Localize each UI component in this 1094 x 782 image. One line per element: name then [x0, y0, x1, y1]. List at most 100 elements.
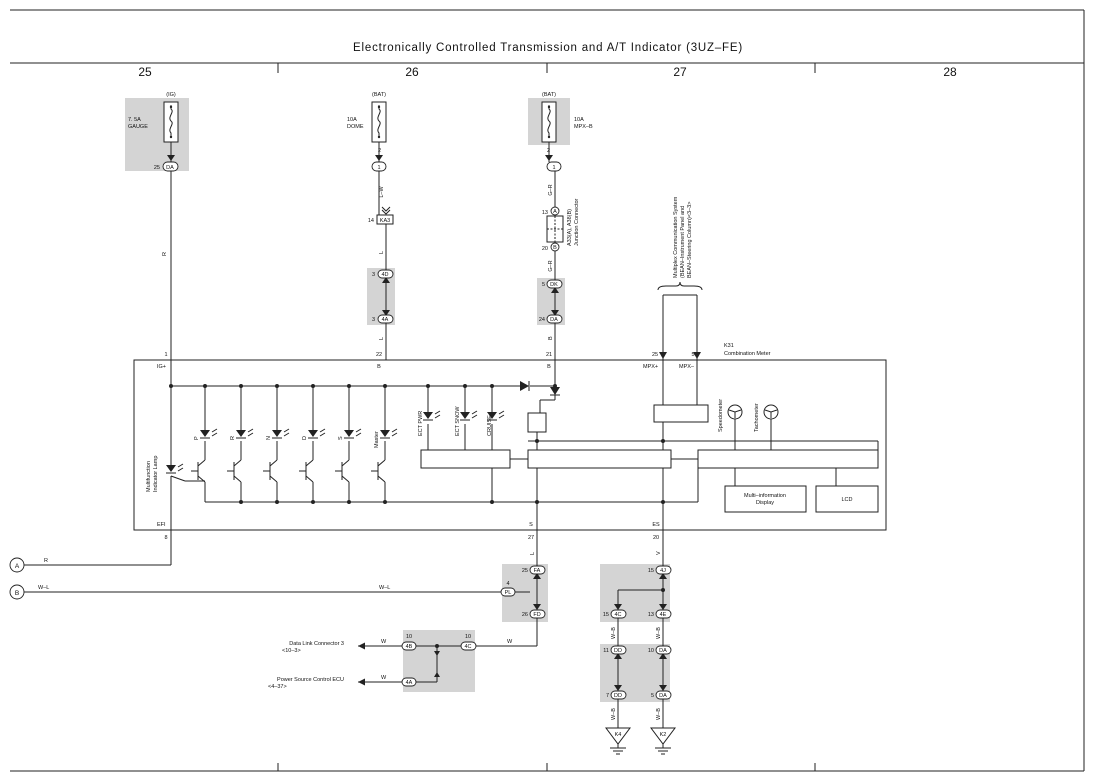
connector-code: 4J	[660, 568, 666, 574]
connector-code: A	[553, 209, 557, 215]
wire-color-label: W–L	[379, 585, 390, 591]
connector-code: DA	[550, 317, 558, 323]
lcd-display	[815, 485, 879, 513]
meter-block	[697, 449, 879, 469]
pin-number: 14	[368, 218, 374, 224]
connector-code: 4A	[382, 317, 389, 323]
terminal-label: MPX–	[679, 364, 695, 370]
pin-number: 24	[539, 317, 545, 323]
fuse-rating: 7. 5A	[128, 117, 141, 123]
indicator-label: S	[338, 436, 344, 440]
meter-internal-wiring	[170, 360, 879, 530]
pin-number: 21	[546, 352, 552, 358]
connector-code: DA	[166, 165, 174, 171]
connector-code: KA3	[380, 218, 390, 224]
connector-code: 4A	[406, 680, 413, 686]
transistor-icon	[371, 459, 386, 502]
indicator-label: Multifunction	[146, 461, 152, 492]
connector-code: 4C	[464, 644, 471, 650]
pin-number: 13	[542, 210, 548, 216]
wire-color-label: W	[381, 675, 387, 681]
wire-color-label: G–R	[548, 260, 554, 271]
pin-number: 15	[648, 568, 654, 574]
wire-color-label: R	[162, 252, 168, 256]
wire-color-label: G–R	[548, 184, 554, 195]
diagram-title: Electronically Controlled Transmission a…	[353, 42, 743, 54]
indicator-label: Speedometer	[718, 399, 724, 432]
wire-color-label: R	[44, 558, 48, 564]
diode-icon	[550, 387, 560, 396]
led-icon	[200, 428, 218, 439]
ground-label: K2	[660, 732, 667, 738]
junction-connector-label: Junction Connector	[574, 198, 580, 246]
indicator-label: Indicator Lamp	[153, 456, 159, 492]
multi-information-display	[724, 485, 807, 513]
meter-block	[527, 412, 547, 433]
led-icon	[272, 428, 290, 439]
transistor-icon	[335, 459, 350, 502]
connector-code: DD	[614, 693, 622, 699]
terminal-label: ES	[652, 522, 660, 528]
led-icon	[380, 428, 398, 439]
fuse-rating: 10A	[574, 117, 584, 123]
pin-number: 8	[164, 535, 167, 541]
offpage-connector-label: A	[15, 563, 20, 570]
led-icon	[460, 410, 478, 421]
ground-label: K4	[615, 732, 622, 738]
column-number: 26	[405, 65, 419, 79]
connector-code: DK	[550, 282, 558, 288]
display-label: Display	[756, 500, 774, 506]
fuse-name: MPX–B	[574, 124, 593, 130]
fuse-name: DOME	[347, 124, 364, 130]
meter-block	[653, 404, 709, 423]
connector-code: B	[553, 245, 557, 251]
pin-number: 26	[522, 612, 528, 618]
wire-color-label: L–W	[379, 186, 385, 198]
pin-number: 25	[522, 568, 528, 574]
pin-number: 3	[372, 272, 375, 278]
connector-code: DD	[614, 648, 622, 654]
junction-connector-label: A33(A), A38(B)	[567, 209, 573, 246]
connector-code: 4D	[381, 272, 388, 278]
indicator-label: P	[194, 436, 200, 440]
wire-color-label: W	[507, 639, 513, 645]
pin-number: 11	[603, 648, 609, 654]
pin-number: 5	[691, 352, 694, 358]
column-number: 25	[138, 65, 152, 79]
led-icon	[166, 463, 184, 474]
indicator-label: Master	[374, 431, 380, 448]
transistor-icon	[227, 459, 242, 502]
connectors	[9, 161, 672, 700]
diode-icon	[520, 381, 530, 391]
wire-color-label: W–L	[38, 585, 49, 591]
transistor-icon	[191, 459, 206, 502]
pin-number: 13	[648, 612, 654, 618]
pin-number: 20	[542, 246, 548, 252]
terminal-label: B	[547, 364, 551, 370]
led-icon	[236, 428, 254, 439]
wire-color-label: W–B	[656, 627, 662, 639]
wire-color-label: L	[530, 552, 536, 555]
mcs-label: BEAN–Steering Column)<3–3>	[687, 202, 693, 278]
output-ref: <10–3>	[282, 648, 301, 654]
output-label: Data Link Connector 3	[289, 641, 344, 647]
meter-id: K31	[724, 343, 734, 349]
wire-color-label: W–B	[656, 708, 662, 720]
fuse-source-label: (BAT)	[372, 92, 386, 98]
mcs-label: (BEAN–Instrument Panel and	[680, 206, 686, 278]
connector-code: DA	[659, 648, 667, 654]
fuse-source-label: (BAT)	[542, 92, 556, 98]
output-ref: <4–37>	[268, 684, 287, 690]
led-icon	[308, 428, 326, 439]
offpage-connector-label: B	[15, 590, 19, 597]
wire-arrows	[167, 155, 701, 691]
fuse-mpxb	[541, 101, 557, 143]
connector-code: 4E	[660, 612, 667, 618]
meter-block	[527, 449, 672, 469]
fuse-name: GAUGE	[128, 124, 148, 130]
meter-block	[420, 449, 511, 469]
connector-code: 4C	[614, 612, 621, 618]
wire-color-label: W–B	[611, 627, 617, 639]
pin-number: 10	[465, 634, 471, 640]
connector-code: 4B	[406, 644, 413, 650]
